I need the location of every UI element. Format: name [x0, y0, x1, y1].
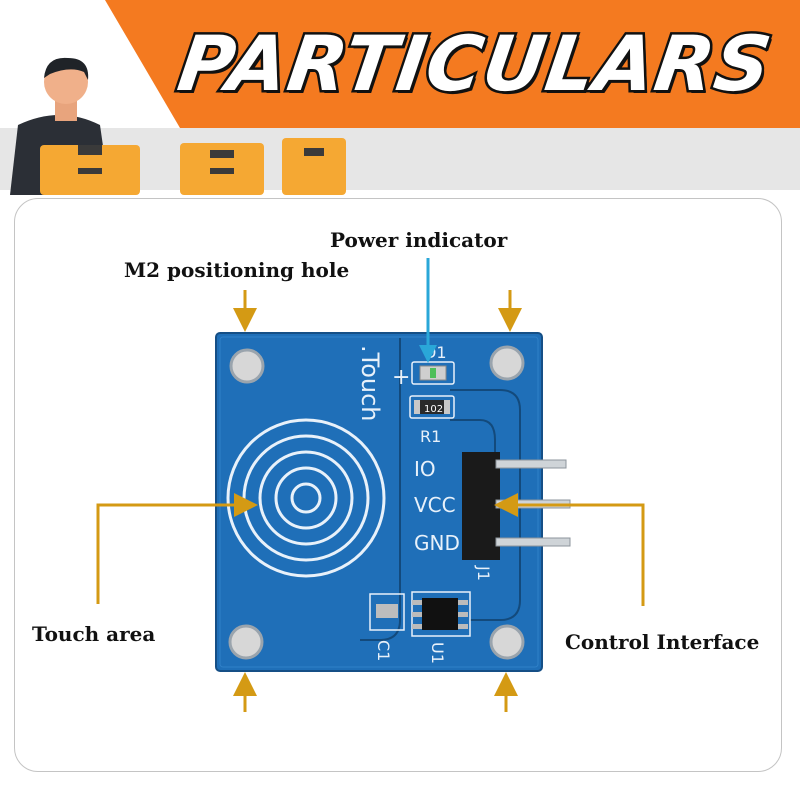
label-power-indicator: Power indicator — [330, 228, 508, 252]
silk-c1: C1 — [374, 640, 393, 661]
silk-r1: R1 — [420, 427, 441, 446]
label-positioning-hole: M2 positioning hole — [124, 258, 350, 282]
silk-j1: J1 — [474, 565, 493, 581]
capacitor-c1 — [369, 593, 405, 631]
silk-io: IO — [414, 457, 436, 481]
callout-arrows — [96, 290, 645, 712]
silk-touch: .Touch — [356, 345, 384, 422]
cardboard-box-icons — [40, 138, 346, 195]
silk-u1: U1 — [428, 642, 447, 664]
arrow-touch-area — [96, 493, 258, 604]
silk-r1-value: 102 — [424, 404, 443, 415]
label-touch-area: Touch area — [32, 622, 156, 646]
arrow-control-interface — [494, 493, 645, 606]
label-control-interface: Control Interface — [565, 630, 760, 654]
mounting-hole — [228, 345, 525, 660]
silk-plus: + — [392, 365, 410, 390]
silk-gnd: GND — [414, 531, 460, 555]
chip-u1 — [411, 591, 471, 637]
banner-orange-stripe — [105, 0, 800, 128]
power-led — [419, 365, 447, 381]
resistor-r1 — [414, 400, 450, 414]
silk-vcc: VCC — [414, 493, 456, 517]
banner — [0, 0, 800, 195]
